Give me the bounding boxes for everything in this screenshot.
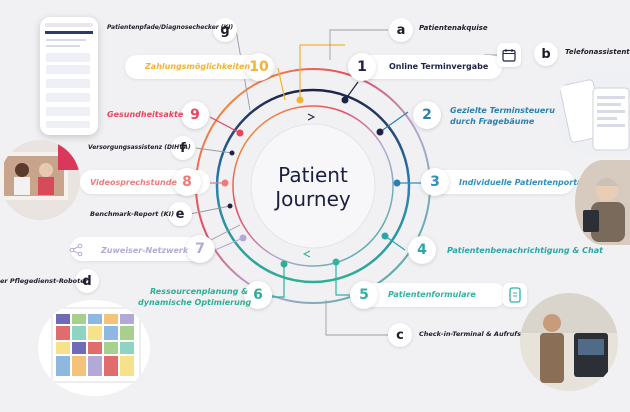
step-6-badge: 6 bbox=[244, 281, 272, 309]
item-a-badge: a bbox=[389, 18, 413, 42]
step-4-label: Patientenbenachrichtigung & Chat bbox=[447, 246, 603, 255]
step-9-label: Gesundheitsakte bbox=[107, 110, 184, 119]
step-9-badge: 9 bbox=[181, 101, 209, 129]
step-7-badge: 7 bbox=[186, 235, 214, 263]
step-2-label: Gezielte Terminsteuerung bbox=[450, 106, 567, 115]
item-e-label: Benchmark-Report (KI) bbox=[90, 210, 175, 218]
step-8-badge: 8 bbox=[173, 168, 201, 196]
step-5-pill bbox=[356, 283, 506, 307]
tablet-mockup-image bbox=[555, 70, 630, 155]
calendar-icon bbox=[497, 43, 521, 67]
ring-inner bbox=[232, 105, 394, 267]
step-7-label: Zuweiser-Netzwerk bbox=[101, 246, 189, 255]
step-1-badge: 1 bbox=[348, 53, 376, 81]
video-call-image bbox=[0, 140, 80, 220]
step-3-badge: 3 bbox=[421, 168, 449, 196]
item-g-label: Patientenpfade/Diagnosechecker (KI) bbox=[107, 24, 234, 31]
step-6-label-line2: dynamische Optimierung bbox=[138, 298, 252, 307]
step-3-label: Individuelle Patientenportale bbox=[459, 178, 591, 187]
step-3-pill bbox=[424, 170, 574, 194]
step-1-pill bbox=[352, 55, 502, 79]
step-10-label: Zahlungsmöglichkeiten bbox=[145, 62, 251, 71]
item-f-badge: f bbox=[171, 136, 195, 160]
item-f-label: Versorgungsassistenz (DIHVA) bbox=[88, 144, 191, 151]
schedule-board-image bbox=[38, 300, 150, 396]
step-2-label-line2: durch Fragebäume bbox=[450, 117, 535, 126]
item-d-badge: d bbox=[75, 269, 99, 293]
step-1-label: Online Terminvergabe bbox=[389, 62, 489, 71]
item-d-label: er Pflegedienst-Roboter bbox=[0, 277, 88, 285]
center-title: Patient Journey bbox=[258, 137, 368, 237]
step-6-label: Ressourcenplanung & bbox=[150, 287, 249, 296]
item-c-label: Check-in-Terminal & Aufrufsystem bbox=[419, 330, 544, 338]
item-c-badge: c bbox=[388, 323, 412, 347]
center-title-line2: Journey bbox=[275, 187, 351, 211]
ring-core bbox=[250, 123, 376, 249]
step-5-label: Patientenformulare bbox=[388, 290, 476, 299]
item-a-label: Patientenakquise bbox=[419, 24, 488, 32]
step-2-badge: 2 bbox=[413, 101, 441, 129]
item-e-badge: e bbox=[168, 202, 192, 226]
phone-mockup-image bbox=[40, 17, 98, 135]
item-b-badge: b bbox=[534, 42, 558, 66]
check-in-terminal-photo bbox=[520, 293, 618, 391]
step-5-badge: 5 bbox=[350, 281, 378, 309]
item-g-badge: g bbox=[213, 18, 237, 42]
step-4-badge: 4 bbox=[408, 236, 436, 264]
patient-portal-photo bbox=[575, 160, 630, 245]
share-icon bbox=[64, 238, 88, 262]
item-b-label: Telefonassistent (KI) bbox=[565, 48, 630, 56]
ring-mid bbox=[215, 88, 411, 284]
step-8-label: Videosprechstunde bbox=[90, 178, 177, 187]
center-title-line1: Patient bbox=[278, 163, 348, 187]
step-10-badge: 10 bbox=[245, 53, 273, 81]
mobile-form-icon bbox=[503, 283, 527, 307]
